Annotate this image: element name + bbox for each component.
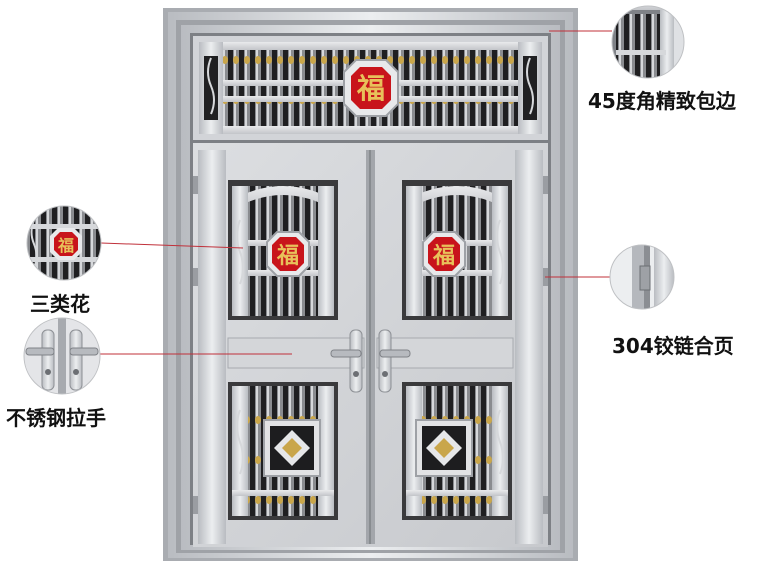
door-handles <box>330 329 411 393</box>
leader-lines <box>100 30 612 355</box>
corner-trim-label: 45度角精致包边 <box>588 89 736 113</box>
transom-fu-char: 福 <box>356 72 385 105</box>
right-fu-char: 福 <box>432 243 455 269</box>
flower-label: 三类花 <box>30 292 90 316</box>
middle-panels <box>227 337 514 369</box>
flower-zoom-fu-char: 福 <box>57 236 74 255</box>
hinge-zoom <box>609 244 675 310</box>
flower-zoom: 福 <box>26 205 102 281</box>
transom-panel: 福 <box>193 36 548 140</box>
corner-trim-zoom <box>611 5 685 79</box>
handle-label: 不锈钢拉手 <box>6 406 106 430</box>
right-lower-grille <box>402 382 512 520</box>
left-lower-grille <box>228 382 338 520</box>
handle-zoom <box>23 317 101 395</box>
left-fu-char: 福 <box>276 243 299 269</box>
left-upper-grille: 福 <box>228 180 338 320</box>
hinge-label: 304铰链合页 <box>612 334 734 358</box>
right-upper-grille: 福 <box>402 180 512 320</box>
